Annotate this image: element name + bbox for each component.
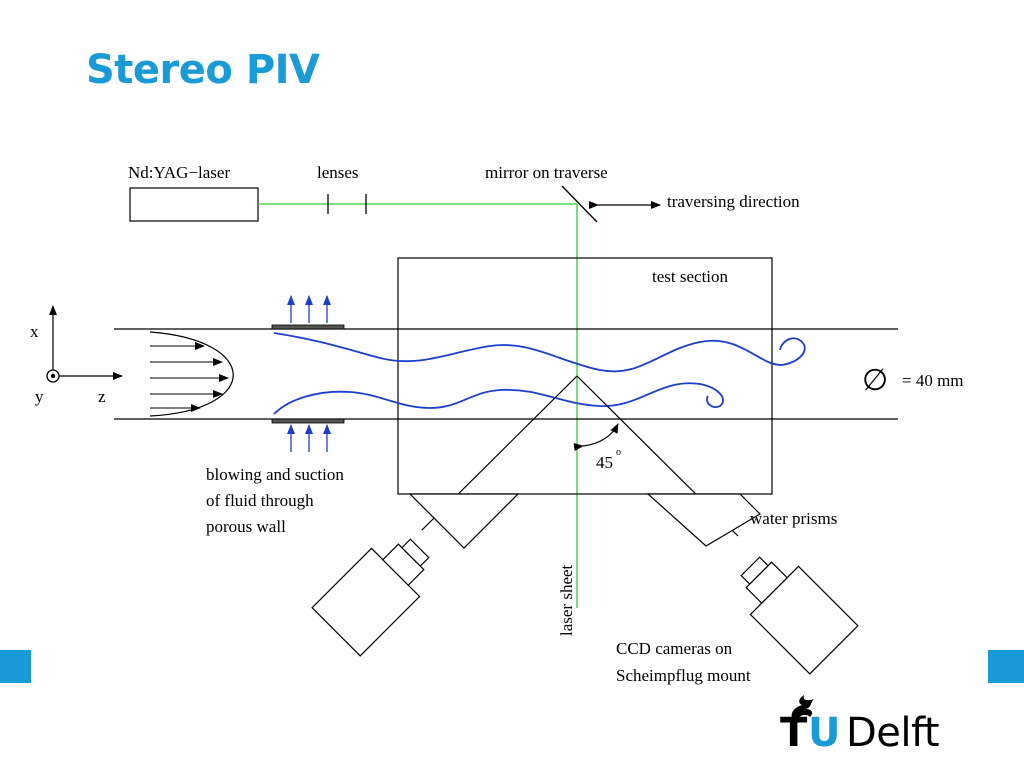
test-section-box <box>397 257 773 495</box>
tu-delft-logo: T U Delft <box>778 693 948 759</box>
velocity-profile <box>149 331 234 417</box>
blowing-line-1: blowing and suction <box>206 465 344 484</box>
axis-x-label: x <box>30 322 39 341</box>
axis-y-label: y <box>35 387 44 406</box>
blowing-line-3: porous wall <box>206 517 286 536</box>
angle-arc <box>573 423 619 452</box>
diameter-value: = 40 mm <box>902 371 964 390</box>
water-prism-left <box>408 493 520 549</box>
mirror-label: mirror on traverse <box>485 163 608 182</box>
laser-box <box>129 187 259 222</box>
flame-icon <box>791 695 814 719</box>
ccd-label: CCD cameras on Scheimpflug mount <box>616 639 751 685</box>
logo-u: U <box>808 710 841 756</box>
water-prisms-label: water prisms <box>750 509 837 528</box>
porous-wall-bottom <box>271 418 345 424</box>
slide-title: Stereo PIV <box>86 47 320 93</box>
porous-wall-top <box>271 324 345 330</box>
diameter-symbol: ∅ <box>862 364 888 397</box>
blowing-label: blowing and suction of fluid through por… <box>206 465 348 536</box>
laser-label: Nd:YAG−laser <box>128 163 230 182</box>
logo-delft: Delft <box>846 710 940 756</box>
test-section-label: test section <box>652 267 729 286</box>
ccd-line-1: CCD cameras on <box>616 639 733 658</box>
flow-line-lower <box>273 382 724 415</box>
traversing-label: traversing direction <box>667 192 800 211</box>
laser-sheet-label: laser sheet <box>557 564 576 636</box>
axis-z-label: z <box>98 387 106 406</box>
side-square-left <box>0 650 31 683</box>
logo-t: T <box>780 710 808 756</box>
camera-left <box>311 538 430 657</box>
mirror <box>561 185 598 223</box>
lenses-label: lenses <box>317 163 359 182</box>
angle-label: 45 <box>596 453 613 472</box>
blowing-line-2: of fluid through <box>206 491 314 510</box>
axis-y-dot <box>50 373 56 379</box>
side-square-right <box>988 650 1024 683</box>
ccd-line-2: Scheimpflug mount <box>616 666 751 685</box>
camera-right <box>740 556 859 675</box>
angle-degree: o <box>616 447 621 458</box>
water-prism-right <box>646 493 761 547</box>
flow-line-upper <box>273 332 806 373</box>
